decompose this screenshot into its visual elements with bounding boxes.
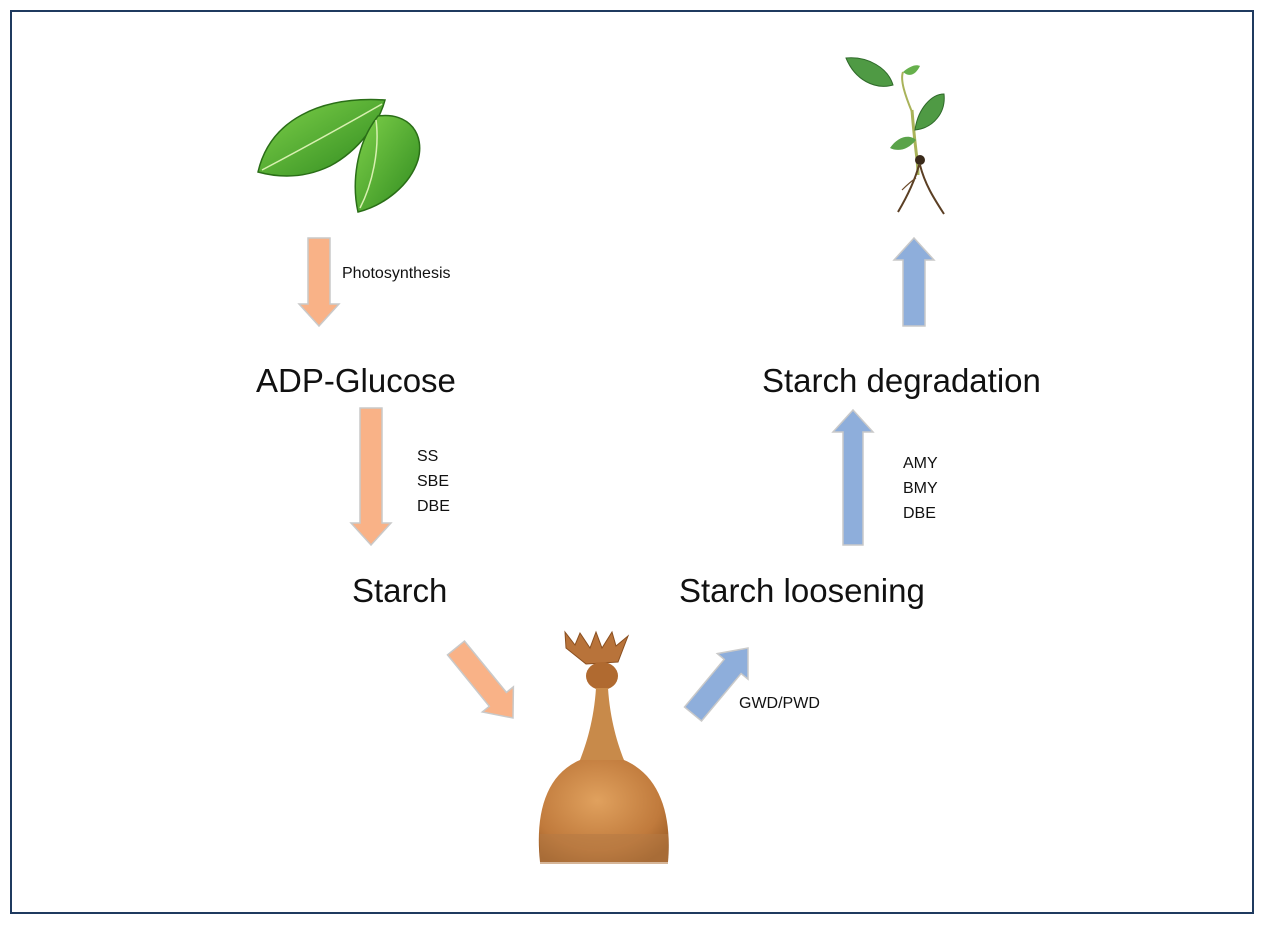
arrow-photosynthesis — [297, 237, 341, 328]
stage-starch: Starch — [352, 572, 448, 609]
label-gwd-pwd: GWD/PWD — [739, 695, 820, 712]
leaf-illustration — [257, 98, 421, 213]
enzyme-bmy: BMY — [903, 479, 938, 497]
figure-frame — [10, 10, 1254, 914]
arrow-loosening — [683, 647, 749, 723]
arrow-synthesis — [349, 407, 393, 547]
enzyme-sbe: SBE — [417, 472, 450, 490]
arrow-degradation — [831, 408, 875, 546]
tuber-illustration — [538, 630, 669, 864]
stage-adp-glucose: ADP-Glucose — [256, 362, 456, 399]
stage-starch-loosening: Starch loosening — [679, 572, 925, 609]
arrow-to-tuber — [446, 640, 515, 719]
enzyme-ss: SS — [417, 448, 439, 465]
enzyme-dbe: DBE — [417, 497, 450, 515]
arrow-to-seedling — [892, 236, 936, 327]
seedling-illustration — [845, 57, 945, 215]
label-synthesis-enzymes: SS SBE DBE — [417, 445, 450, 519]
enzyme-dbe-2: DBE — [903, 504, 936, 522]
label-degradation-enzymes: AMY BMY DBE — [903, 452, 938, 526]
label-photosynthesis: Photosynthesis — [342, 265, 451, 282]
stage-starch-degradation: Starch degradation — [762, 362, 1041, 399]
enzyme-amy: AMY — [903, 455, 938, 472]
